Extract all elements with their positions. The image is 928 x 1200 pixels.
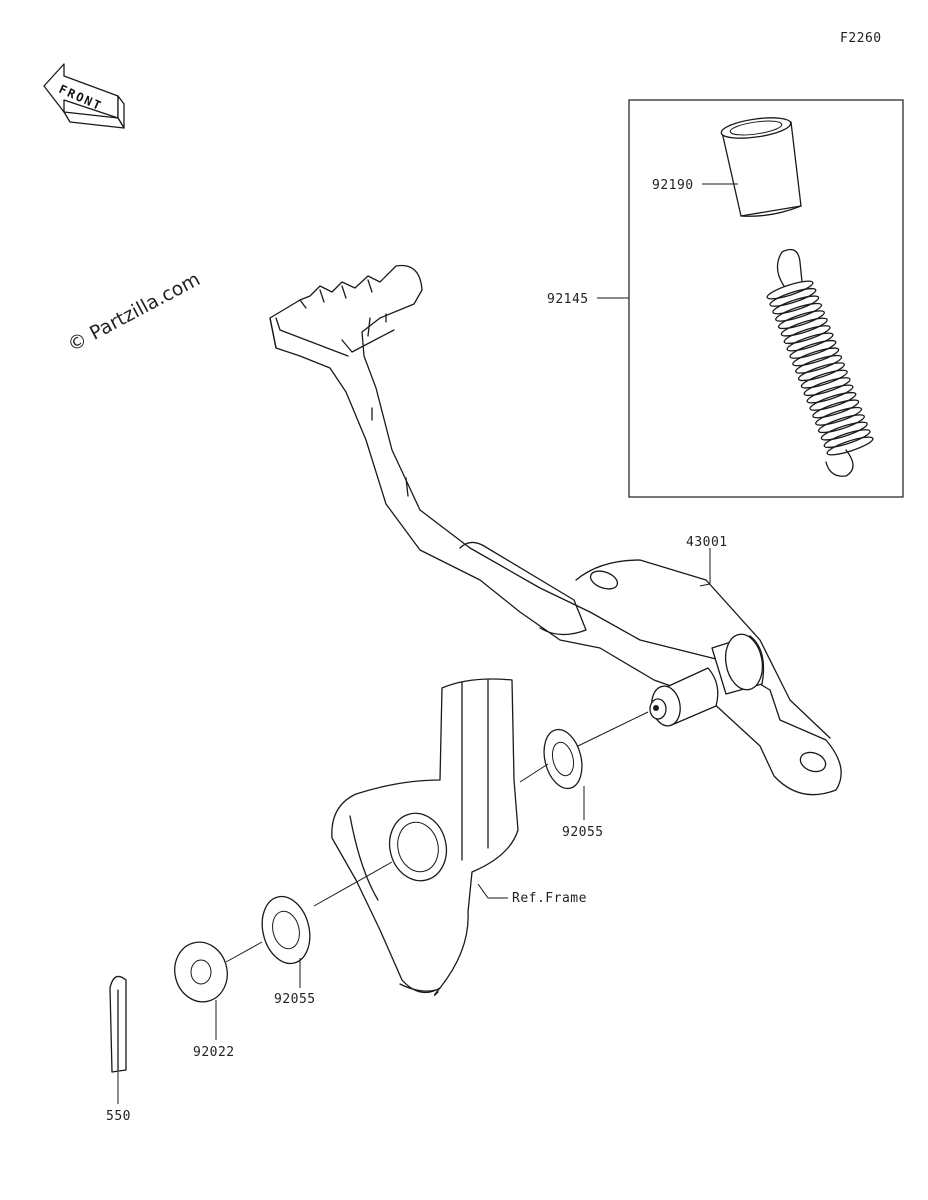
return-spring-part[interactable] bbox=[766, 248, 875, 477]
callout-ref-frame: Ref.Frame bbox=[512, 891, 587, 906]
callout-spring-kit[interactable]: 92145 bbox=[547, 292, 589, 307]
brake-pedal-part[interactable] bbox=[269, 264, 842, 796]
callout-pedal[interactable]: 43001 bbox=[686, 535, 728, 550]
assembly-lines bbox=[225, 711, 649, 963]
figure-code: F2260 bbox=[840, 31, 882, 46]
leader-lines bbox=[117, 183, 738, 1104]
bushing-part[interactable] bbox=[720, 114, 802, 217]
callout-cotter-pin[interactable]: 550 bbox=[106, 1109, 131, 1124]
washer-right-part[interactable] bbox=[538, 726, 587, 793]
front-arrow-icon: FRONT bbox=[43, 63, 125, 129]
cotter-pin-part[interactable] bbox=[109, 975, 127, 1073]
callout-washer-right[interactable]: 92055 bbox=[562, 825, 604, 840]
washer-left-part[interactable] bbox=[255, 891, 316, 968]
plain-washer-part[interactable] bbox=[169, 937, 234, 1008]
frame-reference bbox=[331, 678, 519, 996]
callout-washer-left[interactable]: 92055 bbox=[274, 992, 316, 1007]
callout-bushing[interactable]: 92190 bbox=[652, 178, 694, 193]
watermark: © Partzilla.com bbox=[64, 268, 204, 356]
callout-plain-washer[interactable]: 92022 bbox=[193, 1045, 235, 1060]
